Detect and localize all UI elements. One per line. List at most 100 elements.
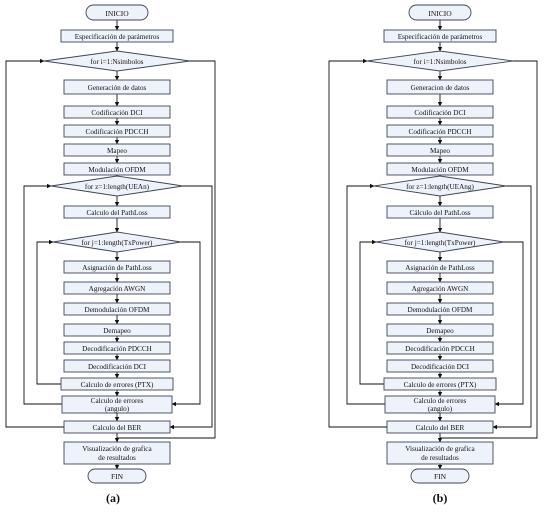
panel-b-start-terminal: INICIO	[408, 4, 472, 21]
svg-text:Calculo del PathLoss: Calculo del PathLoss	[86, 209, 147, 217]
panel-b-pdcch-decoding: Decodificación PDCCH	[386, 341, 494, 355]
svg-text:Modulación OFDM: Modulación OFDM	[88, 166, 146, 174]
panel-b-data-generation: Generacion de datos	[386, 79, 494, 95]
panel-b-ber-calc: Calculo del BER	[386, 420, 494, 434]
panel-b-connectors	[328, 20, 538, 470]
panel-a-symbol-loop: for i=1:Nsimbolos	[43, 50, 191, 72]
panel-b-parameter-spec: Especificación de parámetros	[383, 29, 497, 43]
svg-text:INICIO: INICIO	[428, 9, 452, 18]
panel-b-awgn: Agregación AWGN	[386, 281, 494, 295]
svg-text:Demodulación OFDM: Demodulación OFDM	[85, 306, 150, 314]
svg-text:Agregación AWGN: Agregación AWGN	[89, 285, 147, 293]
panel-b-ofdm-demodulation: Demodulación OFDM	[386, 302, 494, 316]
svg-text:for j=1:length(TxPower): for j=1:length(TxPower)	[82, 239, 154, 247]
panel-b-angle-error-calc: Calculo de errores (angulo)	[384, 395, 496, 414]
svg-text:Demapeo: Demapeo	[103, 327, 131, 335]
svg-text:Calculo de errores: Calculo de errores	[414, 397, 467, 405]
panel-b-pathloss-calc: Cálculo del PathLoss	[386, 205, 494, 219]
svg-text:Asignación de PathLoss: Asignación de PathLoss	[405, 264, 475, 272]
panel-a-angle-error-calc: Calculo de errores (angulo)	[61, 395, 173, 414]
panel-b: INICIO Especificación de parámetros for …	[328, 4, 538, 505]
svg-text:Asignación de PathLoss: Asignación de PathLoss	[82, 264, 152, 272]
svg-text:FIN: FIN	[434, 472, 447, 481]
panel-b-angle-loop: for z=1:length(UEAng)	[373, 175, 507, 197]
svg-text:de resultados: de resultados	[98, 454, 136, 462]
panel-b-pathloss-assignment: Asignación de PathLoss	[386, 260, 494, 274]
panel-b-demapping: Demapeo	[386, 323, 494, 337]
panel-a-power-loop: for j=1:length(TxPower)	[52, 231, 182, 253]
svg-text:for z=1:length(UEAng): for z=1:length(UEAng)	[406, 183, 474, 191]
panel-a-demapping: Demapeo	[63, 323, 171, 337]
svg-text:Demodulación OFDM: Demodulación OFDM	[408, 306, 473, 314]
svg-text:Generacion de datos: Generacion de datos	[411, 84, 470, 92]
panel-a-results-plot: Visualización de grafica de resultados	[63, 441, 171, 465]
svg-text:Codificación DCI: Codificación DCI	[91, 109, 143, 117]
svg-text:Codificación DCI: Codificación DCI	[414, 109, 466, 117]
panel-b-ptx-error-calc: Calculo de errores (PTX)	[383, 377, 497, 391]
svg-text:FIN: FIN	[111, 472, 124, 481]
svg-text:INICIO: INICIO	[105, 9, 129, 18]
svg-text:for i=1:Nsimbolos: for i=1:Nsimbolos	[91, 58, 144, 66]
svg-text:(angulo): (angulo)	[105, 405, 130, 413]
panel-b-ofdm-modulation: Modulación OFDM	[386, 162, 494, 176]
panel-a-pathloss-assignment: Asignación de PathLoss	[63, 260, 171, 274]
svg-text:Codificación PDCCH: Codificación PDCCH	[409, 128, 472, 136]
svg-text:(angulo): (angulo)	[428, 405, 453, 413]
panel-b-results-plot: Visualización de grafica de resultados	[386, 441, 494, 465]
svg-text:de resultados: de resultados	[421, 454, 459, 462]
panel-a: INICIO Especificación de parámetros for …	[5, 4, 216, 505]
panel-b-mapping: Mapeo	[386, 143, 494, 157]
svg-text:Calculo del BER: Calculo del BER	[93, 424, 142, 432]
panel-b-power-loop: for j=1:length(TxPower)	[375, 231, 505, 253]
svg-text:Visualización de grafica: Visualización de grafica	[82, 445, 152, 453]
svg-text:Calculo de errores: Calculo de errores	[91, 397, 144, 405]
panel-a-start-terminal: INICIO	[85, 4, 149, 21]
panel-a-end-terminal: FIN	[87, 468, 147, 484]
svg-text:Calculo del BER: Calculo del BER	[416, 424, 465, 432]
svg-text:Agregación AWGN: Agregación AWGN	[412, 285, 470, 293]
svg-text:Generación de datos: Generación de datos	[88, 84, 147, 92]
panel-a-parameter-spec: Especificación de parámetros	[60, 29, 174, 43]
panel-a-data-generation: Generación de datos	[63, 79, 171, 95]
panel-b-pdcch-coding: Codificación PDCCH	[386, 124, 494, 138]
svg-text:for i=1:Nsimbolos: for i=1:Nsimbolos	[414, 58, 467, 66]
panel-a-connectors	[5, 20, 216, 470]
svg-text:Mapeo: Mapeo	[107, 147, 127, 155]
panel-a-dci-decoding: Decodificación DCI	[63, 359, 171, 373]
panel-a-ofdm-modulation: Modulación OFDM	[63, 162, 171, 176]
svg-text:Mapeo: Mapeo	[430, 147, 450, 155]
panel-a-pdcch-decoding: Decodificación PDCCH	[63, 341, 171, 355]
svg-text:Calculo de errores (PTX): Calculo de errores (PTX)	[81, 381, 154, 389]
panel-a-awgn: Agregación AWGN	[63, 281, 171, 295]
svg-text:Visualización de grafica: Visualización de grafica	[405, 445, 475, 453]
svg-text:Codificación PDCCH: Codificación PDCCH	[86, 128, 149, 136]
panel-b-dci-decoding: Decodificación DCI	[386, 359, 494, 373]
svg-text:Especificación de parámetros: Especificación de parámetros	[398, 33, 483, 41]
svg-text:Decodificación DCI: Decodificación DCI	[88, 363, 147, 371]
svg-text:Demapeo: Demapeo	[426, 327, 454, 335]
panel-b-symbol-loop: for i=1:Nsimbolos	[366, 50, 514, 72]
panel-b-dci-coding: Codificación DCI	[386, 105, 494, 119]
svg-text:for j=1:length(TxPower): for j=1:length(TxPower)	[405, 239, 477, 247]
svg-text:Decodificación DCI: Decodificación DCI	[411, 363, 470, 371]
panel-a-mapping: Mapeo	[63, 143, 171, 157]
panel-a-caption: (a)	[106, 491, 120, 505]
svg-text:Calculo de errores (PTX): Calculo de errores (PTX)	[404, 381, 477, 389]
svg-text:Decodificación PDCCH: Decodificación PDCCH	[82, 345, 152, 353]
svg-text:Decodificación PDCCH: Decodificación PDCCH	[405, 345, 475, 353]
svg-text:Cálculo del PathLoss: Cálculo del PathLoss	[409, 209, 470, 217]
panel-a-pathloss-calc: Calculo del PathLoss	[63, 205, 171, 219]
panel-b-end-terminal: FIN	[410, 468, 470, 484]
panel-a-ofdm-demodulation: Demodulación OFDM	[63, 302, 171, 316]
panel-a-pdcch-coding: Codificación PDCCH	[63, 124, 171, 138]
panel-a-dci-coding: Codificación DCI	[63, 105, 171, 119]
panel-a-ptx-error-calc: Calculo de errores (PTX)	[60, 377, 174, 391]
panel-b-caption: (b)	[433, 491, 448, 505]
svg-text:for z=1:length(UEAn): for z=1:length(UEAn)	[85, 183, 150, 191]
svg-text:Especificación de parámetros: Especificación de parámetros	[75, 33, 160, 41]
svg-text:Modulación OFDM: Modulación OFDM	[411, 166, 469, 174]
panel-a-ber-calc: Calculo del BER	[63, 420, 171, 434]
panel-a-user-loop: for z=1:length(UEAn)	[50, 175, 184, 197]
